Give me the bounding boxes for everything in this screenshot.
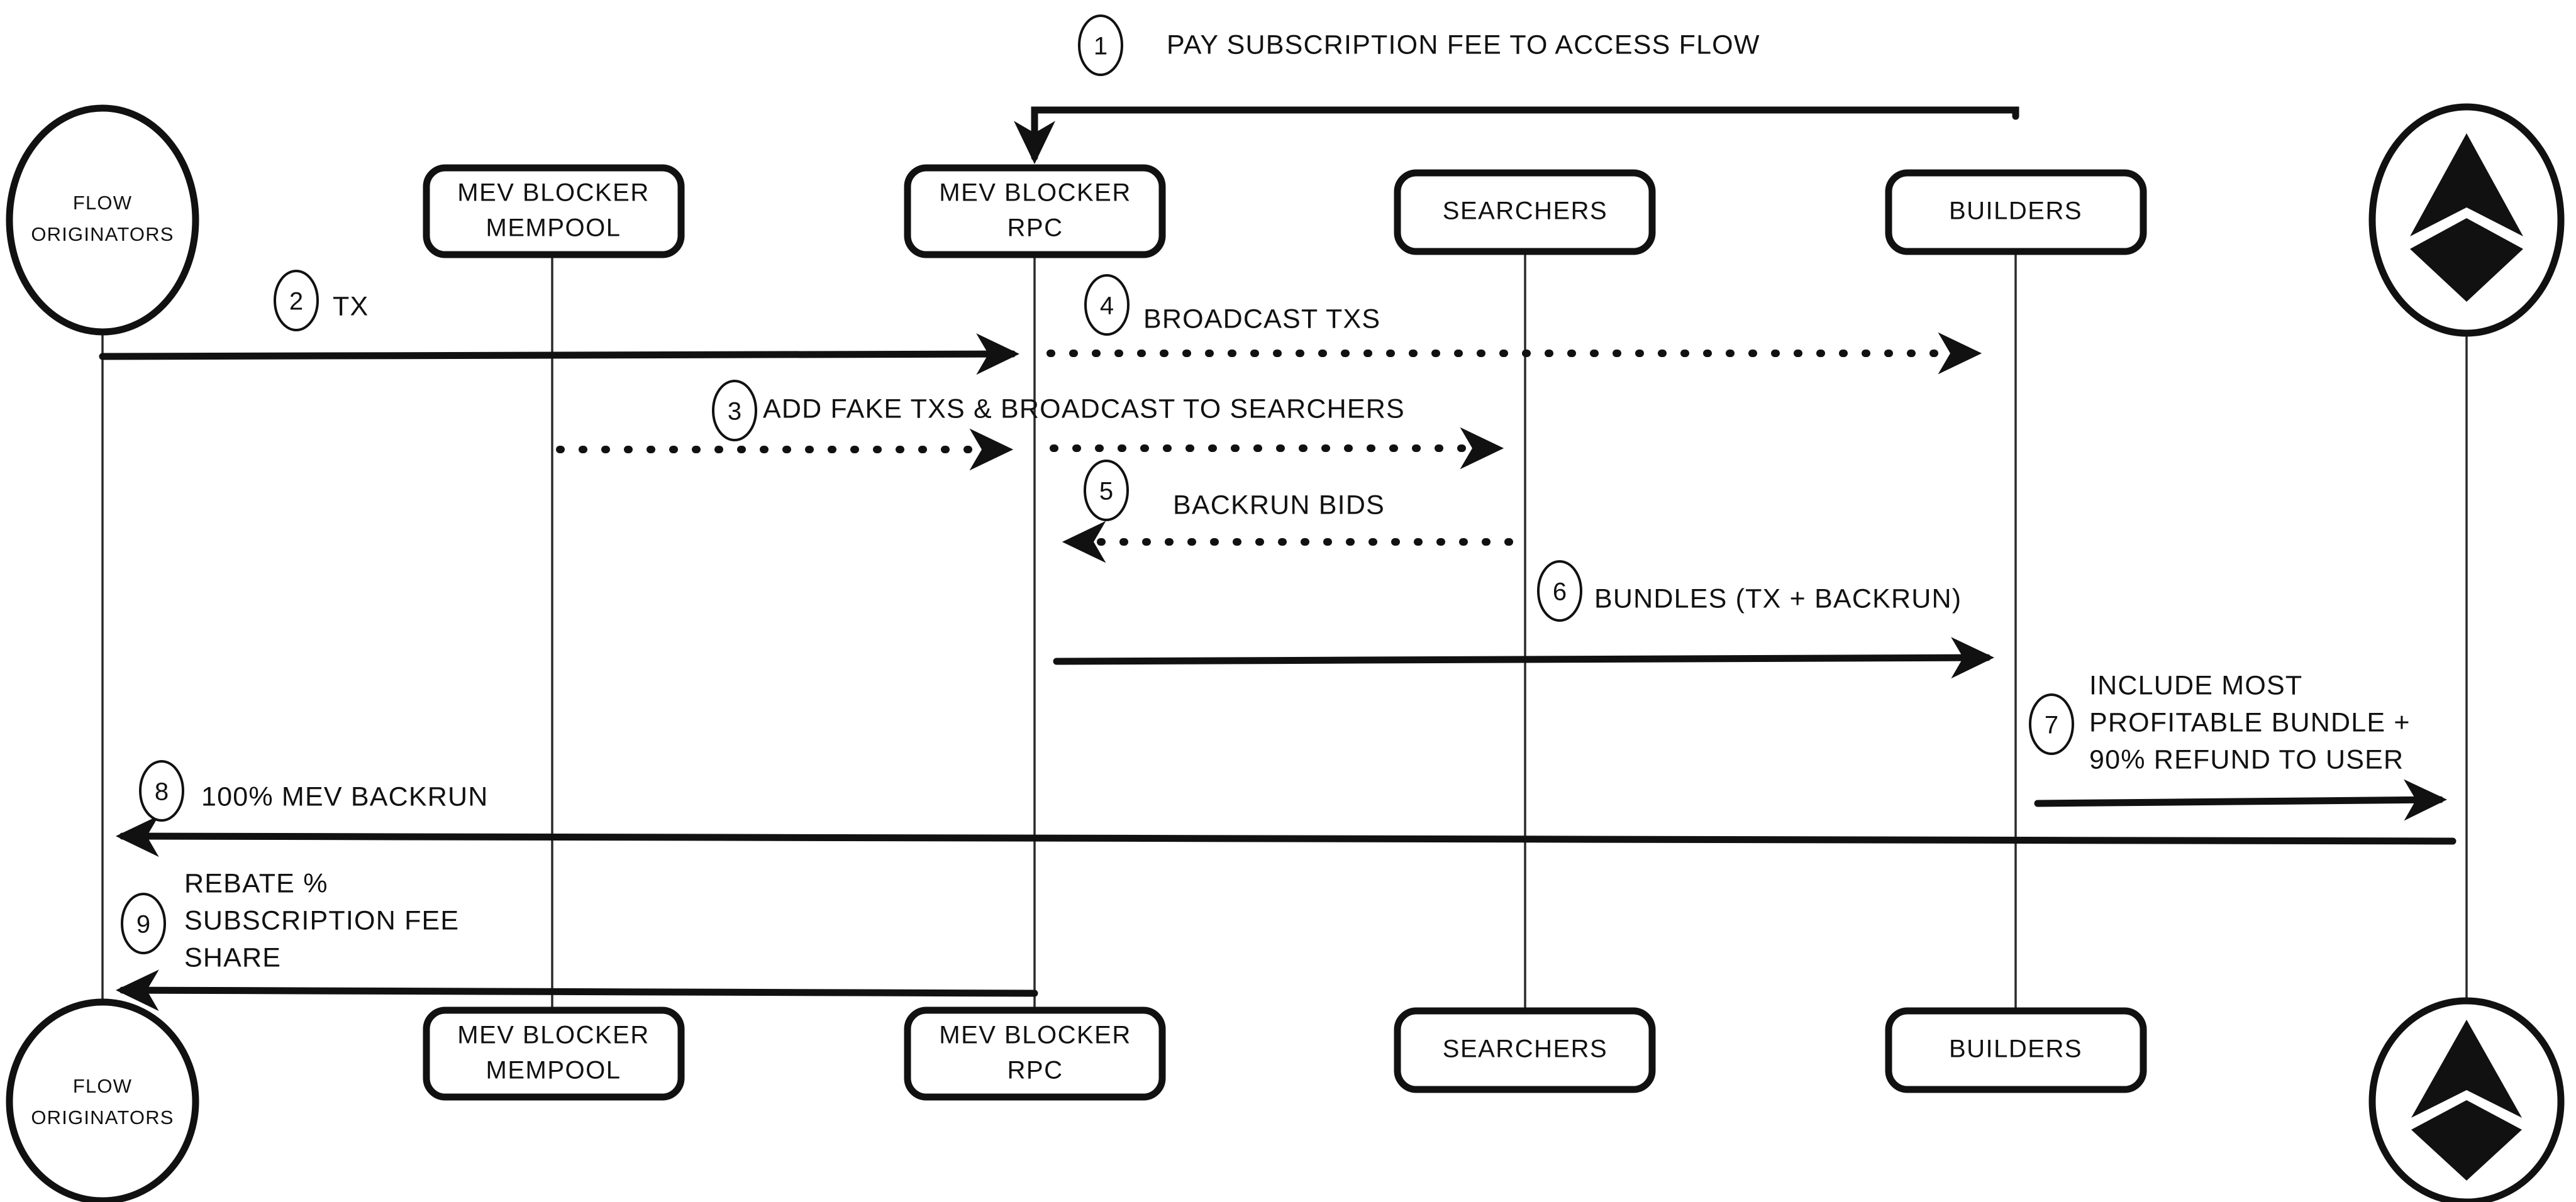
actor-label-line1: BUILDERS <box>1949 1035 2082 1063</box>
actor-label-line1: BUILDERS <box>1949 197 2082 225</box>
message-6-number-badge <box>1537 560 1582 622</box>
message-9-label-line2: SUBSCRIPTION FEE <box>184 905 459 935</box>
message-2-label: TX <box>333 291 369 321</box>
builders-box-bottom <box>1885 1007 2147 1093</box>
message-1-number-badge <box>1078 14 1123 76</box>
mev-blocker-mempool-box-bottom <box>423 1006 685 1101</box>
flow-originators-ellipse <box>6 104 199 336</box>
message-3[interactable]: 3 ADD FAKE TXS & BROADCAST TO SEARCHERS <box>556 380 1504 471</box>
mev-blocker-rpc-box-bottom <box>904 1006 1166 1101</box>
message-7-label-line2: PROFITABLE BUNDLE + <box>2089 707 2411 737</box>
message-6[interactable]: 6 BUNDLES (TX + BACKRUN) <box>1053 560 1994 679</box>
actor-header-searchers[interactable]: SEARCHERS <box>1394 169 1656 255</box>
actor-footer-ethereum[interactable] <box>2368 997 2565 1202</box>
message-9-label-line3: SHARE <box>184 942 281 973</box>
actor-label-line2: RPC <box>1008 1057 1063 1084</box>
flow-originators-ellipse-bottom <box>6 998 199 1202</box>
message-2-number-badge <box>274 270 319 331</box>
message-5-number: 5 <box>1099 478 1113 505</box>
actor-header-flow-originators[interactable]: FLOW ORIGINATORS <box>6 104 199 336</box>
actor-label-line1: MEV BLOCKER <box>939 179 1131 207</box>
actor-footer-flow-originators[interactable]: FLOW ORIGINATORS <box>6 998 199 1202</box>
actor-footer-builders[interactable]: BUILDERS <box>1885 1007 2147 1093</box>
message-1-arrow <box>1014 106 2019 164</box>
message-4[interactable]: 4 BROADCAST TXS <box>1046 274 1982 375</box>
mev-blocker-mempool-box <box>423 164 685 258</box>
message-9[interactable]: 9 REBATE % SUBSCRIPTION FEE SHARE <box>116 868 1038 1012</box>
message-9-number: 9 <box>136 911 150 939</box>
actor-label-line1: SEARCHERS <box>1443 197 1607 225</box>
message-4-number-badge <box>1084 274 1130 336</box>
actor-label-line2: ORIGINATORS <box>31 223 174 245</box>
message-7-label-line1: INCLUDE MOST <box>2089 670 2302 700</box>
builders-box <box>1885 169 2147 255</box>
message-6-label: BUNDLES (TX + BACKRUN) <box>1594 583 1962 614</box>
message-4-number: 4 <box>1100 292 1114 320</box>
actor-label-line1: MEV BLOCKER <box>939 1022 1131 1049</box>
mev-blocker-rpc-box <box>904 164 1166 258</box>
actor-header-builders[interactable]: BUILDERS <box>1885 169 2147 255</box>
message-6-arrow <box>1053 637 1994 679</box>
ethereum-logo-icon-bottom <box>2411 1020 2522 1181</box>
actor-label-line1: FLOW <box>73 192 132 214</box>
actor-header-mev-blocker-rpc[interactable]: MEV BLOCKER RPC <box>904 164 1166 258</box>
actor-label-line1: FLOW <box>73 1075 132 1097</box>
ethereum-logo-icon <box>2410 133 2523 302</box>
actor-label-line2: ORIGINATORS <box>31 1106 174 1128</box>
message-5-label: BACKRUN BIDS <box>1173 490 1385 520</box>
message-2-arrow <box>99 333 1019 375</box>
actor-label-line2: RPC <box>1008 214 1063 242</box>
message-2[interactable]: 2 TX <box>99 270 1019 375</box>
actor-footer-mev-blocker-mempool[interactable]: MEV BLOCKER MEMPOOL <box>423 1006 685 1101</box>
message-7-label-line3: 90% REFUND TO USER <box>2089 744 2404 775</box>
actor-label-line1: SEARCHERS <box>1443 1035 1607 1063</box>
message-7[interactable]: 7 INCLUDE MOST PROFITABLE BUNDLE + 90% R… <box>2029 670 2447 821</box>
message-1-number: 1 <box>1094 33 1108 60</box>
message-8-number: 8 <box>155 778 169 806</box>
message-9-label-line1: REBATE % <box>184 868 328 898</box>
message-9-arrow <box>116 969 1038 1012</box>
message-8-label: 100% MEV BACKRUN <box>201 781 489 812</box>
actor-label-line2: MEMPOOL <box>486 214 621 242</box>
message-1-label: PAY SUBSCRIPTION FEE TO ACCESS FLOW <box>1167 30 1760 60</box>
message-3-number: 3 <box>728 398 741 426</box>
message-7-number-badge <box>2029 693 2074 755</box>
message-5[interactable]: 5 BACKRUN BIDS <box>1062 460 1513 563</box>
actor-header-mev-blocker-mempool[interactable]: MEV BLOCKER MEMPOOL <box>423 164 685 258</box>
message-2-number: 2 <box>289 288 303 316</box>
actor-header-ethereum[interactable] <box>2368 103 2565 337</box>
actor-label-line2: MEMPOOL <box>486 1057 621 1084</box>
lifelines-group <box>101 167 2468 1034</box>
actor-footer-searchers[interactable]: SEARCHERS <box>1394 1007 1656 1093</box>
message-7-arrow <box>2034 779 2447 821</box>
searchers-box <box>1394 169 1656 255</box>
message-8[interactable]: 8 100% MEV BACKRUN <box>116 760 2457 857</box>
actor-footer-mev-blocker-rpc[interactable]: MEV BLOCKER RPC <box>904 1006 1166 1101</box>
actor-label-line1: MEV BLOCKER <box>457 179 649 207</box>
message-8-arrow <box>116 815 2457 857</box>
message-4-label: BROADCAST TXS <box>1143 304 1380 334</box>
message-9-number-badge <box>121 893 166 954</box>
message-7-number: 7 <box>2045 712 2058 739</box>
message-5-number-badge <box>1084 460 1129 521</box>
message-3-number-badge <box>712 380 757 441</box>
actor-label-line1: MEV BLOCKER <box>457 1022 649 1049</box>
message-1[interactable]: 1 PAY SUBSCRIPTION FEE TO ACCESS FLOW <box>1014 14 2019 164</box>
message-6-number: 6 <box>1553 578 1567 606</box>
searchers-box-bottom <box>1394 1007 1656 1093</box>
message-8-number-badge <box>139 760 184 822</box>
message-3-label: ADD FAKE TXS & BROADCAST TO SEARCHERS <box>763 394 1405 424</box>
